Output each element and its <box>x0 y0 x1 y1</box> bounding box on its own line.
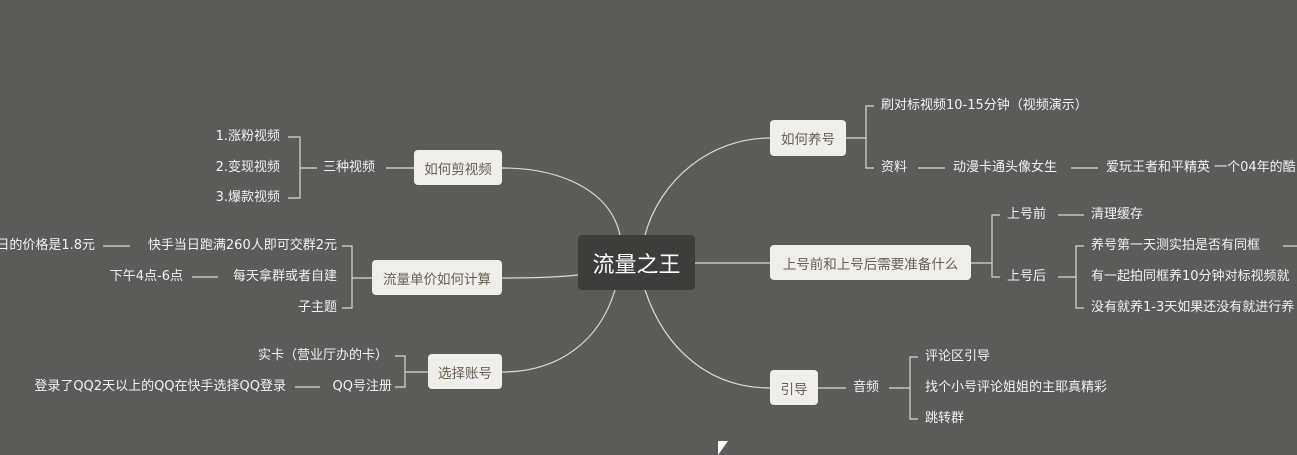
node-real-card[interactable]: 实卡（营业厅办的卡） <box>257 348 388 363</box>
node-qq-login[interactable]: 登录了QQ2天以上的QQ在快手选择QQ登录 <box>34 379 286 394</box>
node-qq-register[interactable]: QQ号注册 <box>332 379 392 394</box>
node-price[interactable]: 流量单价如何计算 <box>372 260 502 295</box>
node-video-1[interactable]: 1.涨粉视频 <box>215 129 280 144</box>
node-price-row-1-next[interactable]: 日的价格是1.8元 <box>0 238 95 253</box>
node-price-row-2-next[interactable]: 下午4点-6点 <box>109 269 183 284</box>
node-bio[interactable]: 爱玩王者和平精英 一个04年的酷 <box>1106 160 1296 175</box>
node-after-3[interactable]: 没有就养1-3天如果还没有就进行养 <box>1091 300 1295 315</box>
node-guide-2[interactable]: 找个小号评论姐姐的主耶真精彩 <box>925 380 1108 395</box>
node-three-videos[interactable]: 三种视频 <box>323 160 376 175</box>
node-video-2[interactable]: 2.变现视频 <box>215 160 280 175</box>
node-price-row-1[interactable]: 快手当日跑满260人即可交群2元 <box>147 238 337 253</box>
node-audio[interactable]: 音频 <box>853 380 880 395</box>
node-cut-video[interactable]: 如何剪视频 <box>414 150 502 185</box>
node-guide-1[interactable]: 评论区引导 <box>925 349 991 364</box>
node-guide-3[interactable]: 跳转群 <box>925 411 965 426</box>
mouse-cursor-icon <box>718 441 728 455</box>
node-avatar[interactable]: 动漫卡通头像女生 <box>953 160 1058 175</box>
node-clear-cache[interactable]: 清理缓存 <box>1091 207 1144 222</box>
node-watch-videos[interactable]: 刷对标视频10-15分钟（视频演示） <box>881 98 1088 113</box>
node-guide[interactable]: 引导 <box>770 370 818 405</box>
node-subtopic[interactable]: 子主题 <box>297 300 337 315</box>
central-topic[interactable]: 流量之王 <box>578 235 695 290</box>
node-after[interactable]: 上号后 <box>1007 269 1047 284</box>
node-after-1[interactable]: 养号第一天测实拍是否有同框 <box>1091 238 1261 253</box>
node-prepare[interactable]: 上号前和上号后需要准备什么 <box>770 245 971 280</box>
node-price-row-2[interactable]: 每天拿群或者自建 <box>232 269 337 284</box>
node-profile[interactable]: 资料 <box>881 160 908 175</box>
node-video-3[interactable]: 3.爆款视频 <box>215 190 280 205</box>
node-before[interactable]: 上号前 <box>1007 207 1047 222</box>
node-raise-account[interactable]: 如何养号 <box>770 120 846 156</box>
node-after-2[interactable]: 有一起拍同框养10分钟对标视频就 <box>1091 269 1290 284</box>
node-account[interactable]: 选择账号 <box>428 354 502 389</box>
